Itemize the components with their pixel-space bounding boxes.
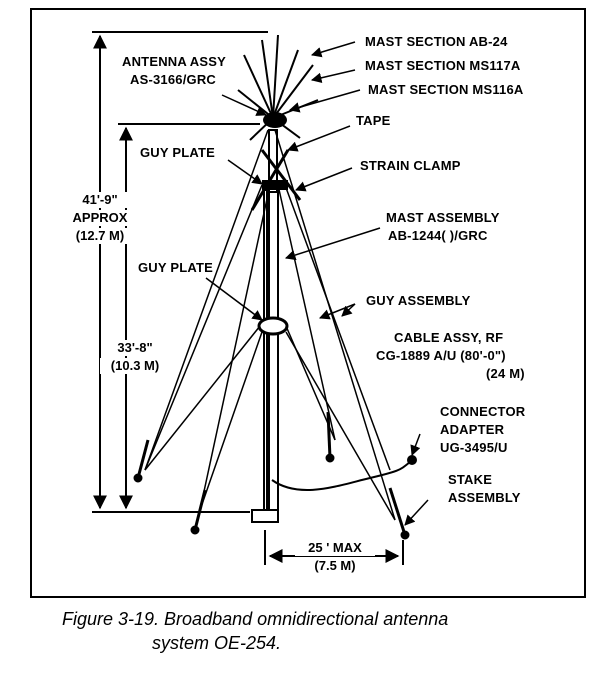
figure-caption: Figure 3-19. Broadband omnidirectional a…	[62, 607, 582, 655]
leader-lines	[205, 41, 429, 526]
rf-cable	[271, 461, 411, 492]
guy-lines	[144, 129, 396, 521]
label-antenna-assy: ANTENNA ASSY	[122, 54, 227, 69]
label-mast-ab24: MAST SECTION AB-24	[365, 34, 508, 49]
label-stake-assembly: ASSEMBLY	[448, 490, 521, 505]
label-guy-assembly: GUY ASSEMBLY	[366, 293, 471, 308]
dim-overall-ft: 41'-9"	[62, 192, 138, 208]
label-guy-plate-lower: GUY PLATE	[138, 260, 213, 275]
label-cable-assy-m: (24 M)	[486, 366, 525, 381]
label-mast-ms117a: MAST SECTION MS117A	[365, 58, 521, 73]
label-connector: CONNECTOR	[440, 404, 526, 419]
dim-spread-ft: 25 ' MAX	[295, 540, 375, 556]
label-strain-clamp: STRAIN CLAMP	[360, 158, 461, 173]
dim-spread-m: (7.5 M)	[295, 558, 375, 574]
dim-guy-ft: 33'-8"	[110, 340, 160, 356]
label-mast-ms116a: MAST SECTION MS116A	[368, 82, 524, 97]
caption-line-2: system OE-254.	[152, 633, 282, 653]
label-adapter-pn: UG-3495/U	[440, 440, 508, 455]
guy-plate-lower	[257, 316, 289, 336]
antenna-hub	[263, 112, 287, 128]
connector-adapter	[407, 455, 417, 465]
label-cable-assy: CABLE ASSY, RF	[394, 330, 504, 345]
caption-line-1: Figure 3-19. Broadband omnidirectional a…	[62, 609, 449, 629]
label-adapter: ADAPTER	[440, 422, 505, 437]
label-tape: TAPE	[356, 113, 391, 128]
label-antenna-assy-pn: AS-3166/GRC	[130, 72, 217, 87]
dim-overall-m: (12.7 M)	[58, 228, 142, 244]
label-guy-plate-upper: GUY PLATE	[140, 145, 215, 160]
guy-plate-upper	[262, 180, 288, 190]
dimension-lines	[92, 31, 404, 565]
label-stake: STAKE	[448, 472, 493, 487]
label-cable-assy-pn: CG-1889 A/U (80'-0")	[376, 348, 506, 363]
dim-guy-m: (10.3 M)	[100, 358, 170, 374]
figure-frame	[30, 8, 586, 598]
dim-overall-note: APPROX	[62, 210, 138, 226]
label-mast-assembly: MAST ASSEMBLY	[386, 210, 500, 225]
label-mast-assembly-pn: AB-1244( )/GRC	[388, 228, 488, 243]
stake-assemblies	[133, 411, 410, 540]
